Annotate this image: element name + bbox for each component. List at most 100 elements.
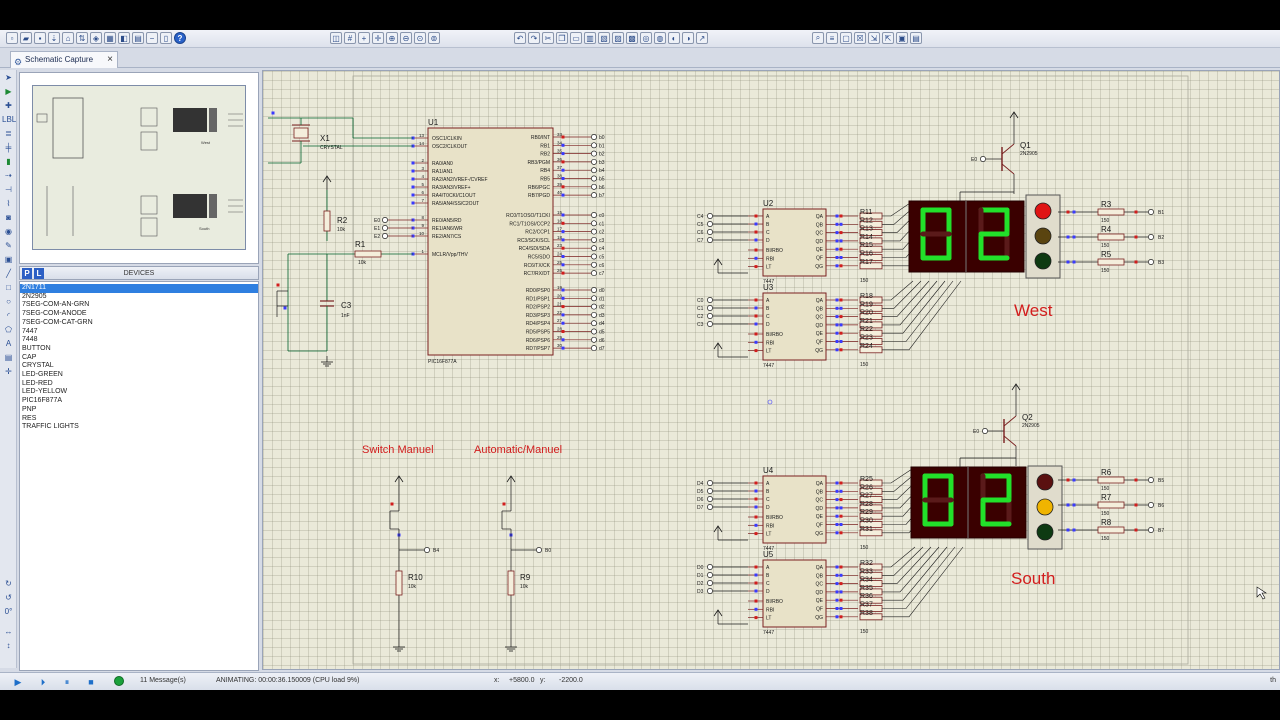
wire-label-icon[interactable]: LBL — [2, 115, 17, 124]
device-item[interactable]: LED-YELLOW — [22, 388, 68, 396]
make-device-icon[interactable]: ◍ — [654, 32, 666, 44]
device-item[interactable]: TRAFFIC LIGHTS — [22, 423, 79, 431]
device-item[interactable]: 7SEG-COM-AN-GRN — [22, 301, 90, 309]
zoom-all-icon[interactable]: ⊙ — [414, 32, 426, 44]
parent-sheet-icon[interactable]: ⇱ — [882, 32, 894, 44]
marker-icon[interactable]: ✛ — [5, 367, 12, 376]
junction-icon[interactable]: ✚ — [5, 101, 12, 110]
line-icon[interactable]: ╱ — [6, 269, 11, 278]
device-item[interactable]: LED-GREEN — [22, 371, 63, 379]
component-icon[interactable]: ◈ — [90, 32, 102, 44]
message-status-icon[interactable] — [114, 676, 124, 686]
block-delete-icon[interactable]: ▩ — [626, 32, 638, 44]
schematic-icon[interactable]: ⇅ — [76, 32, 88, 44]
text-icon[interactable]: A — [5, 339, 12, 348]
stop-icon[interactable]: ■ — [88, 677, 94, 687]
device-item[interactable]: 7SEG-COM-ANODE — [22, 310, 87, 318]
device-item[interactable]: 7SEG-COM-CAT-GRN — [22, 318, 93, 326]
paste-icon[interactable]: ▭ — [570, 32, 582, 44]
copy-icon[interactable]: ❐ — [556, 32, 568, 44]
generator-icon[interactable]: ◉ — [5, 227, 12, 236]
device-item[interactable]: 7447 — [22, 327, 38, 335]
new-sheet-icon[interactable]: ▢ — [840, 32, 852, 44]
selection-mode-icon[interactable]: ➤ — [5, 73, 12, 82]
refresh-icon[interactable]: ◫ — [330, 32, 342, 44]
rotate-cw-icon[interactable]: ↻ — [5, 579, 12, 588]
help-icon[interactable]: ? — [174, 32, 186, 44]
gerber-icon[interactable]: ◧ — [118, 32, 130, 44]
pan-icon[interactable]: ✛ — [372, 32, 384, 44]
decompose-icon[interactable]: ◑ — [682, 32, 694, 44]
terminal-icon[interactable]: ⇢ — [5, 171, 12, 180]
import-icon[interactable]: ⇣ — [48, 32, 60, 44]
minus-icon[interactable]: − — [146, 32, 158, 44]
device-item[interactable]: PIC16F877A — [22, 397, 63, 405]
bus-icon[interactable]: ╪ — [5, 143, 12, 152]
mirror-x-icon[interactable]: ↔ — [4, 627, 13, 636]
home-icon[interactable]: ⌂ — [62, 32, 74, 44]
arc-icon[interactable]: ◜ — [6, 311, 11, 320]
close-icon[interactable]: × — [107, 54, 113, 65]
sheet-icon[interactable]: ▯ — [160, 32, 172, 44]
netlist-icon[interactable]: ▣ — [896, 32, 908, 44]
tape-icon[interactable]: ◙ — [6, 213, 11, 222]
redo-icon[interactable]: ↷ — [528, 32, 540, 44]
box-icon[interactable]: □ — [6, 283, 11, 292]
rotate-ccw-icon[interactable]: ↺ — [5, 593, 12, 602]
library-manager-button[interactable]: L — [34, 268, 44, 279]
overview-pane[interactable]: West South — [19, 72, 259, 264]
graph-icon[interactable]: ⌇ — [6, 199, 11, 208]
path-icon[interactable]: ⬠ — [5, 325, 12, 334]
block-move-icon[interactable]: ▧ — [598, 32, 610, 44]
instrument-icon[interactable]: ▣ — [4, 255, 13, 264]
remove-sheet-icon[interactable]: ☒ — [854, 32, 866, 44]
zoom-area-icon[interactable]: ⊚ — [428, 32, 440, 44]
text-script-icon[interactable]: ≣ — [5, 129, 12, 138]
probe-icon[interactable]: ✎ — [5, 241, 12, 250]
erc-icon[interactable]: ▤ — [910, 32, 922, 44]
package-icon[interactable]: ◐ — [668, 32, 680, 44]
device-item[interactable]: PNP — [22, 405, 37, 413]
device-item[interactable]: LED-RED — [22, 379, 53, 387]
pcb-icon[interactable]: ▦ — [104, 32, 116, 44]
zoom-out-icon[interactable]: ⊖ — [400, 32, 412, 44]
property-assign-icon[interactable]: ≡ — [826, 32, 838, 44]
open-folder-icon[interactable]: ▰ — [20, 32, 32, 44]
pin-icon[interactable]: ⊣ — [5, 185, 12, 194]
device-item[interactable]: 2N1711 — [20, 284, 258, 293]
origin-icon[interactable]: + — [358, 32, 370, 44]
message-count[interactable]: 11 Message(s) — [140, 677, 186, 684]
device-item[interactable]: 2N2905 — [22, 292, 47, 300]
bom-icon[interactable]: ▤ — [132, 32, 144, 44]
angle-field[interactable]: 0° — [4, 607, 13, 616]
pick-device-button[interactable]: P — [22, 268, 32, 279]
grid-icon[interactable]: # — [344, 32, 356, 44]
device-item[interactable]: CAP — [22, 353, 37, 361]
step-icon[interactable]: ⏵ — [40, 677, 46, 687]
search-icon[interactable]: ⌕ — [812, 32, 824, 44]
undo-icon[interactable]: ↶ — [514, 32, 526, 44]
new-file-icon[interactable]: ▫ — [6, 32, 18, 44]
component-mode-icon[interactable]: ▶ — [5, 87, 12, 96]
pause-icon[interactable]: ⏸ — [64, 677, 70, 687]
symbol-icon[interactable]: ▤ — [4, 353, 13, 362]
tab-schematic-capture[interactable]: ⚙ Schematic Capture × — [10, 51, 118, 68]
goto-sheet-icon[interactable]: ⇲ — [868, 32, 880, 44]
block-copy-icon[interactable]: ▥ — [584, 32, 596, 44]
device-item[interactable]: RES — [22, 414, 37, 422]
save-icon[interactable]: ▪ — [34, 32, 46, 44]
play-icon[interactable]: ▶ — [14, 677, 22, 687]
device-item[interactable]: CRYSTAL — [22, 362, 54, 370]
wire-autorouter-icon[interactable]: ↗ — [696, 32, 708, 44]
device-item[interactable]: BUTTON — [22, 344, 51, 352]
block-rotate-icon[interactable]: ▨ — [612, 32, 624, 44]
circle-icon[interactable]: ○ — [6, 297, 11, 306]
subcircuit-icon[interactable]: ▮ — [6, 157, 11, 166]
zoom-in-icon[interactable]: ⊕ — [386, 32, 398, 44]
cut-icon[interactable]: ✂ — [542, 32, 554, 44]
device-item[interactable]: 7448 — [22, 336, 38, 344]
mirror-y-icon[interactable]: ↕ — [6, 641, 11, 650]
pick-device-icon[interactable]: ◎ — [640, 32, 652, 44]
